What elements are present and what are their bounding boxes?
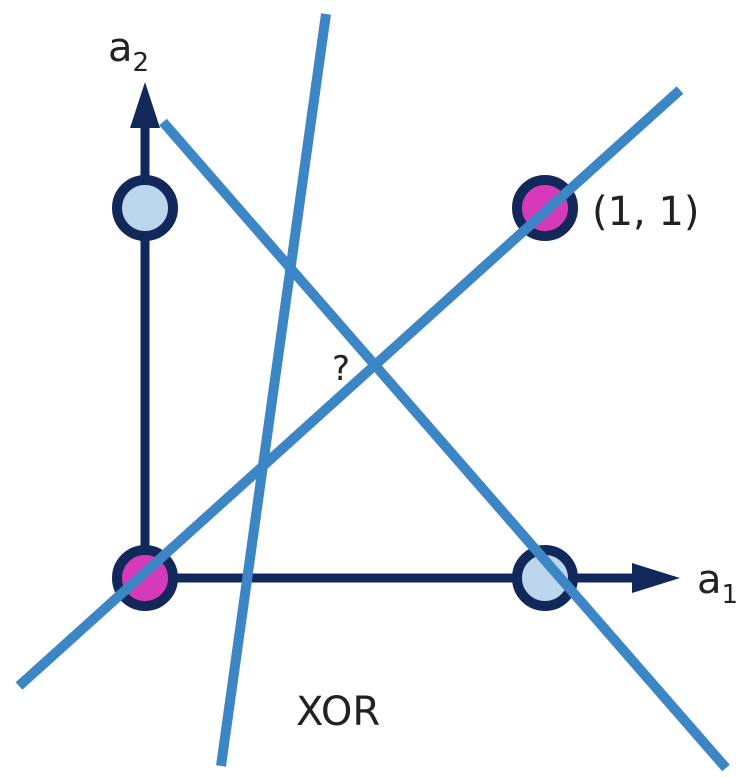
candidate-line-2 [159,118,730,772]
separating-lines [15,13,730,772]
a1-arrow-icon [632,563,680,593]
question-mark: ? [332,349,351,389]
a2-text: a [108,25,133,71]
candidate-line-3 [15,86,684,690]
a2-subscript: 2 [132,48,150,78]
a2-axis-label: a2 [108,28,149,76]
a1-axis-label: a1 [697,560,738,608]
a2-arrow-icon [130,82,160,128]
diagram-title: XOR [296,689,381,735]
data-point-negative [112,175,178,241]
candidate-line-1 [216,13,331,767]
a1-subscript: 1 [721,580,739,610]
a1-text: a [697,557,722,603]
point-label: (1, 1) [592,189,700,235]
data-point-negative [512,545,578,611]
